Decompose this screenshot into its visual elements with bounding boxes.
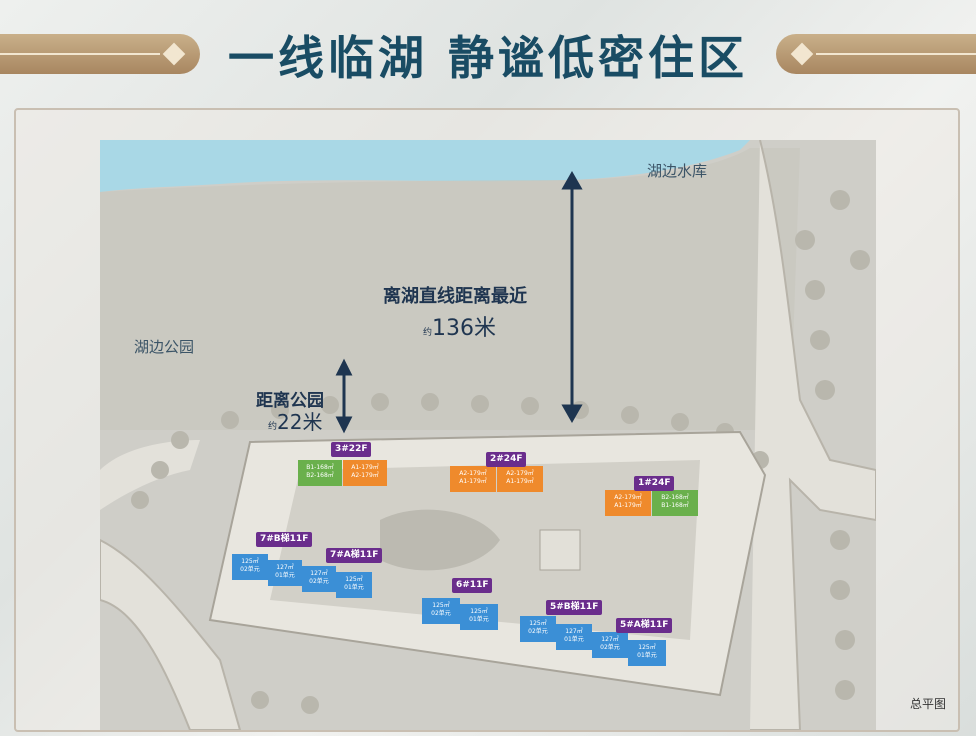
park-distance-label: 距离公园 bbox=[256, 391, 324, 411]
page-title: 一线临湖 静谧低密住区 bbox=[227, 31, 748, 85]
unit-block-5-2 bbox=[556, 624, 592, 650]
unit-block-6-1 bbox=[422, 598, 460, 624]
site-plan-map: 湖边水库 湖边公园 离湖直线距离最近 约136米 距离公园 约22米 3#22F… bbox=[100, 140, 876, 730]
unit-block-7-3 bbox=[302, 566, 336, 592]
lake-distance-label: 离湖直线距离最近 bbox=[383, 286, 527, 307]
unit-block-5-4 bbox=[628, 640, 666, 666]
unit-block-7-2 bbox=[268, 560, 302, 586]
lake-label: 湖边水库 bbox=[647, 162, 708, 180]
building-tag-5a: 5#A梯11F bbox=[616, 618, 673, 633]
unit-block-7-4 bbox=[336, 572, 372, 598]
park-distance-value: 约22米 bbox=[268, 406, 322, 435]
unit-block-2-right bbox=[497, 466, 543, 492]
unit-block-3-green bbox=[298, 460, 342, 486]
park-distance-number: 22米 bbox=[277, 410, 323, 434]
building-tag-1: 1#24F bbox=[634, 476, 675, 491]
unit-block-6-2 bbox=[460, 604, 498, 630]
unit-block-5-1 bbox=[520, 616, 556, 642]
lake-distance-prefix: 约 bbox=[423, 328, 433, 338]
park-distance-prefix: 约 bbox=[268, 422, 278, 432]
title-ornament-right bbox=[776, 34, 976, 74]
unit-block-5-3 bbox=[592, 632, 628, 658]
unit-block-1-orange bbox=[605, 490, 651, 516]
unit-block-2-left bbox=[450, 466, 496, 492]
building-tag-2: 2#24F bbox=[486, 452, 527, 467]
lake-distance-value: 约136米 bbox=[423, 310, 496, 342]
unit-block-1-green bbox=[652, 490, 698, 516]
unit-block-7-1 bbox=[232, 554, 268, 580]
unit-block-3-orange bbox=[343, 460, 387, 486]
building-tag-3: 3#22F bbox=[331, 442, 372, 457]
map-caption: 总平图 bbox=[909, 697, 946, 711]
building-tag-7a: 7#A梯11F bbox=[326, 548, 383, 563]
building-tag-6: 6#11F bbox=[452, 578, 493, 593]
building-tag-7b: 7#B梯11F bbox=[256, 532, 313, 547]
site-plan-drawing bbox=[100, 140, 876, 730]
lake-area bbox=[100, 140, 750, 192]
lake-distance-number: 136米 bbox=[432, 316, 497, 341]
building-tag-5b: 5#B梯11F bbox=[546, 600, 603, 615]
park-label: 湖边公园 bbox=[134, 338, 195, 356]
title-ornament-left bbox=[0, 34, 200, 74]
